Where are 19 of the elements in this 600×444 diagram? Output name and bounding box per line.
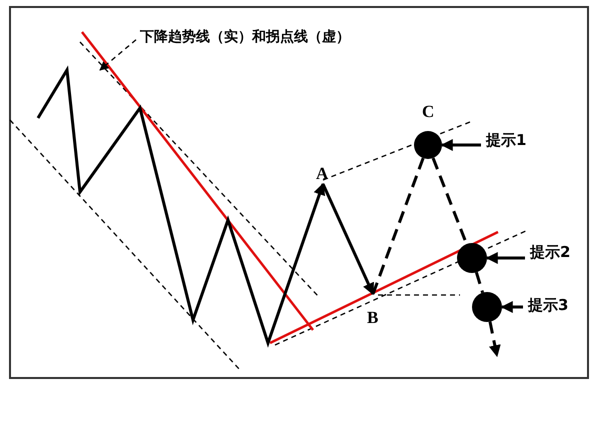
hint-label: 提示3 bbox=[528, 298, 568, 313]
arrow bbox=[488, 321, 501, 358]
arrow bbox=[486, 252, 525, 264]
point-label: A bbox=[316, 165, 328, 182]
arrow bbox=[322, 183, 374, 296]
point-label: B bbox=[367, 309, 378, 326]
marker-dot bbox=[414, 131, 442, 159]
arrow bbox=[99, 39, 136, 71]
price-line bbox=[36, 65, 326, 348]
dashed-line bbox=[372, 158, 425, 295]
hint-label: 提示2 bbox=[530, 245, 570, 260]
dashed-line bbox=[474, 272, 484, 294]
arrow bbox=[440, 139, 481, 151]
arrow bbox=[500, 301, 523, 313]
marker-dot bbox=[457, 243, 487, 273]
annotation-text: 下降趋势线（实）和拐点线（虚） bbox=[140, 30, 350, 44]
marker-dot bbox=[472, 292, 502, 322]
point-label: C bbox=[422, 103, 434, 120]
hint-label: 提示1 bbox=[486, 133, 526, 148]
